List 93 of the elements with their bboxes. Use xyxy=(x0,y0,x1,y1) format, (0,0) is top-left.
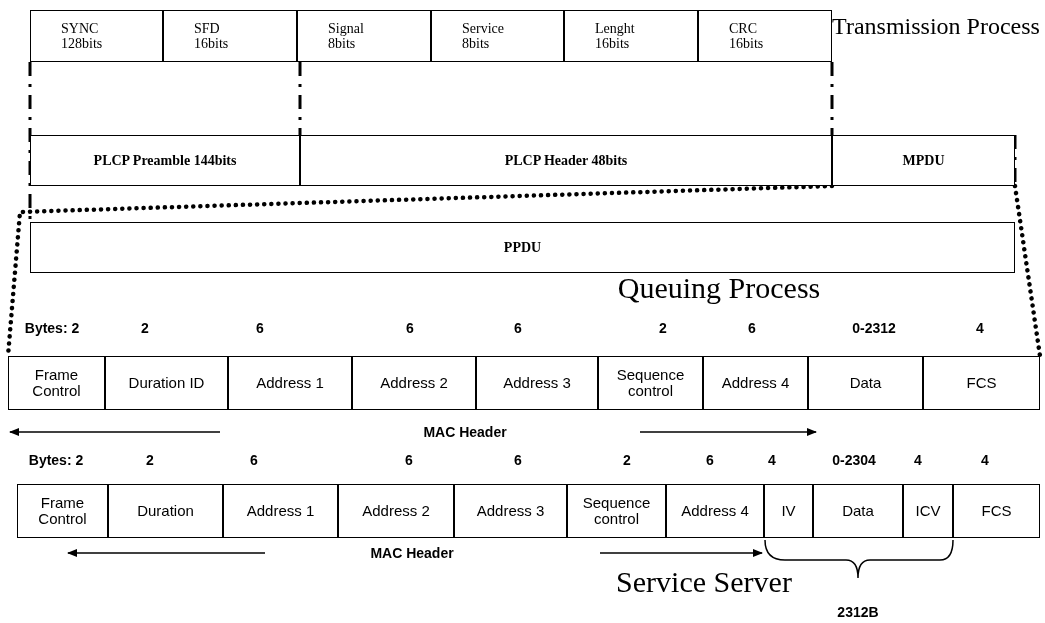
byte-count: 0-2304 xyxy=(832,453,876,467)
field-name: 8bits xyxy=(461,36,490,52)
field-name: 16bits xyxy=(193,36,229,52)
field-name: 16bits xyxy=(728,36,764,52)
byte-count: 2 xyxy=(659,321,667,335)
field-cell xyxy=(297,10,431,62)
byte-count: Bytes: 2 xyxy=(28,453,84,467)
byte-count: 6 xyxy=(250,453,258,467)
field-name: MPDU xyxy=(902,152,945,169)
field-name: Sequence control xyxy=(615,366,686,400)
process-label: Transmission Process xyxy=(832,14,1040,38)
byte-count: 6 xyxy=(514,321,522,335)
byte-count: 0-2312 xyxy=(852,321,896,335)
field-name: SFD xyxy=(193,20,220,36)
field-name: PLCP Preamble 144bits xyxy=(93,152,237,169)
field-name: PPDU xyxy=(503,239,542,256)
field-name: CRC xyxy=(728,20,757,36)
byte-count: Bytes: 2 xyxy=(24,321,80,335)
field-name: Frame Control xyxy=(31,366,82,400)
field-cell xyxy=(764,484,813,538)
span-label: MAC Header xyxy=(370,546,454,560)
field-name: Address 3 xyxy=(476,502,545,520)
field-cell xyxy=(703,356,808,410)
size-label: 2312B xyxy=(837,605,879,619)
field-cell xyxy=(108,484,223,538)
field-cell xyxy=(300,135,832,186)
field-cell xyxy=(564,10,698,62)
field-name: Address 3 xyxy=(503,374,571,392)
field-cell xyxy=(105,356,228,410)
field-cell xyxy=(431,10,564,62)
field-cell xyxy=(454,484,567,538)
field-name: Lenght xyxy=(594,20,635,36)
field-cell xyxy=(923,356,1040,410)
field-cell xyxy=(476,356,598,410)
field-cell xyxy=(223,484,338,538)
field-name: Duration ID xyxy=(128,374,205,392)
field-name: 16bits xyxy=(594,36,630,52)
process-label: Queuing Process xyxy=(617,273,821,303)
field-name: Address 2 xyxy=(362,502,430,520)
field-cell xyxy=(8,356,105,410)
byte-count: 4 xyxy=(981,453,989,467)
byte-count: 6 xyxy=(748,321,756,335)
field-cell xyxy=(352,356,476,410)
field-cell xyxy=(17,484,108,538)
field-name: Data xyxy=(842,502,874,520)
byte-count: 6 xyxy=(256,321,264,335)
field-cell xyxy=(808,356,923,410)
byte-count: 4 xyxy=(976,321,984,335)
field-name: Service xyxy=(461,20,504,36)
expansion-line xyxy=(1012,183,1043,359)
field-name: Address 4 xyxy=(681,502,749,520)
field-cell xyxy=(666,484,764,538)
field-cell xyxy=(598,356,703,410)
field-cell xyxy=(832,135,1015,186)
field-cell xyxy=(30,222,1015,273)
field-name: Address 1 xyxy=(256,374,324,392)
field-name: Sequence control xyxy=(581,494,652,528)
field-name: SYNC xyxy=(60,20,99,36)
field-cell xyxy=(163,10,297,62)
byte-count: 2 xyxy=(623,453,631,467)
byte-count: 6 xyxy=(706,453,714,467)
field-cell xyxy=(228,356,352,410)
field-name: FCS xyxy=(981,502,1012,520)
byte-count: 2 xyxy=(146,453,154,467)
byte-count: 6 xyxy=(514,453,522,467)
byte-count: 4 xyxy=(914,453,922,467)
field-name: Signal xyxy=(327,20,364,36)
field-cell xyxy=(698,10,832,62)
byte-count: 2 xyxy=(141,321,149,335)
field-name: Frame Control xyxy=(37,494,88,528)
field-cell xyxy=(903,484,953,538)
field-cell xyxy=(30,135,300,186)
field-name: IV xyxy=(781,502,796,520)
field-name: Duration xyxy=(137,502,194,520)
process-label: Service Server xyxy=(616,567,792,597)
field-name: PLCP Header 48bits xyxy=(504,152,628,169)
byte-count: 4 xyxy=(768,453,776,467)
field-name: FCS xyxy=(966,374,997,392)
field-name: 8bits xyxy=(327,36,356,52)
field-name: Address 1 xyxy=(246,502,315,520)
field-name: 128bits xyxy=(60,36,103,52)
field-cell xyxy=(338,484,454,538)
field-cell xyxy=(567,484,666,538)
field-name: Address 4 xyxy=(721,374,790,392)
field-cell xyxy=(30,10,163,62)
span-label: MAC Header xyxy=(423,425,507,439)
byte-count: 6 xyxy=(406,321,414,335)
field-name: Data xyxy=(849,374,882,392)
field-name: Address 2 xyxy=(380,374,448,392)
byte-count: 6 xyxy=(405,453,413,467)
field-cell xyxy=(953,484,1040,538)
field-cell xyxy=(813,484,903,538)
field-name: ICV xyxy=(915,502,941,520)
